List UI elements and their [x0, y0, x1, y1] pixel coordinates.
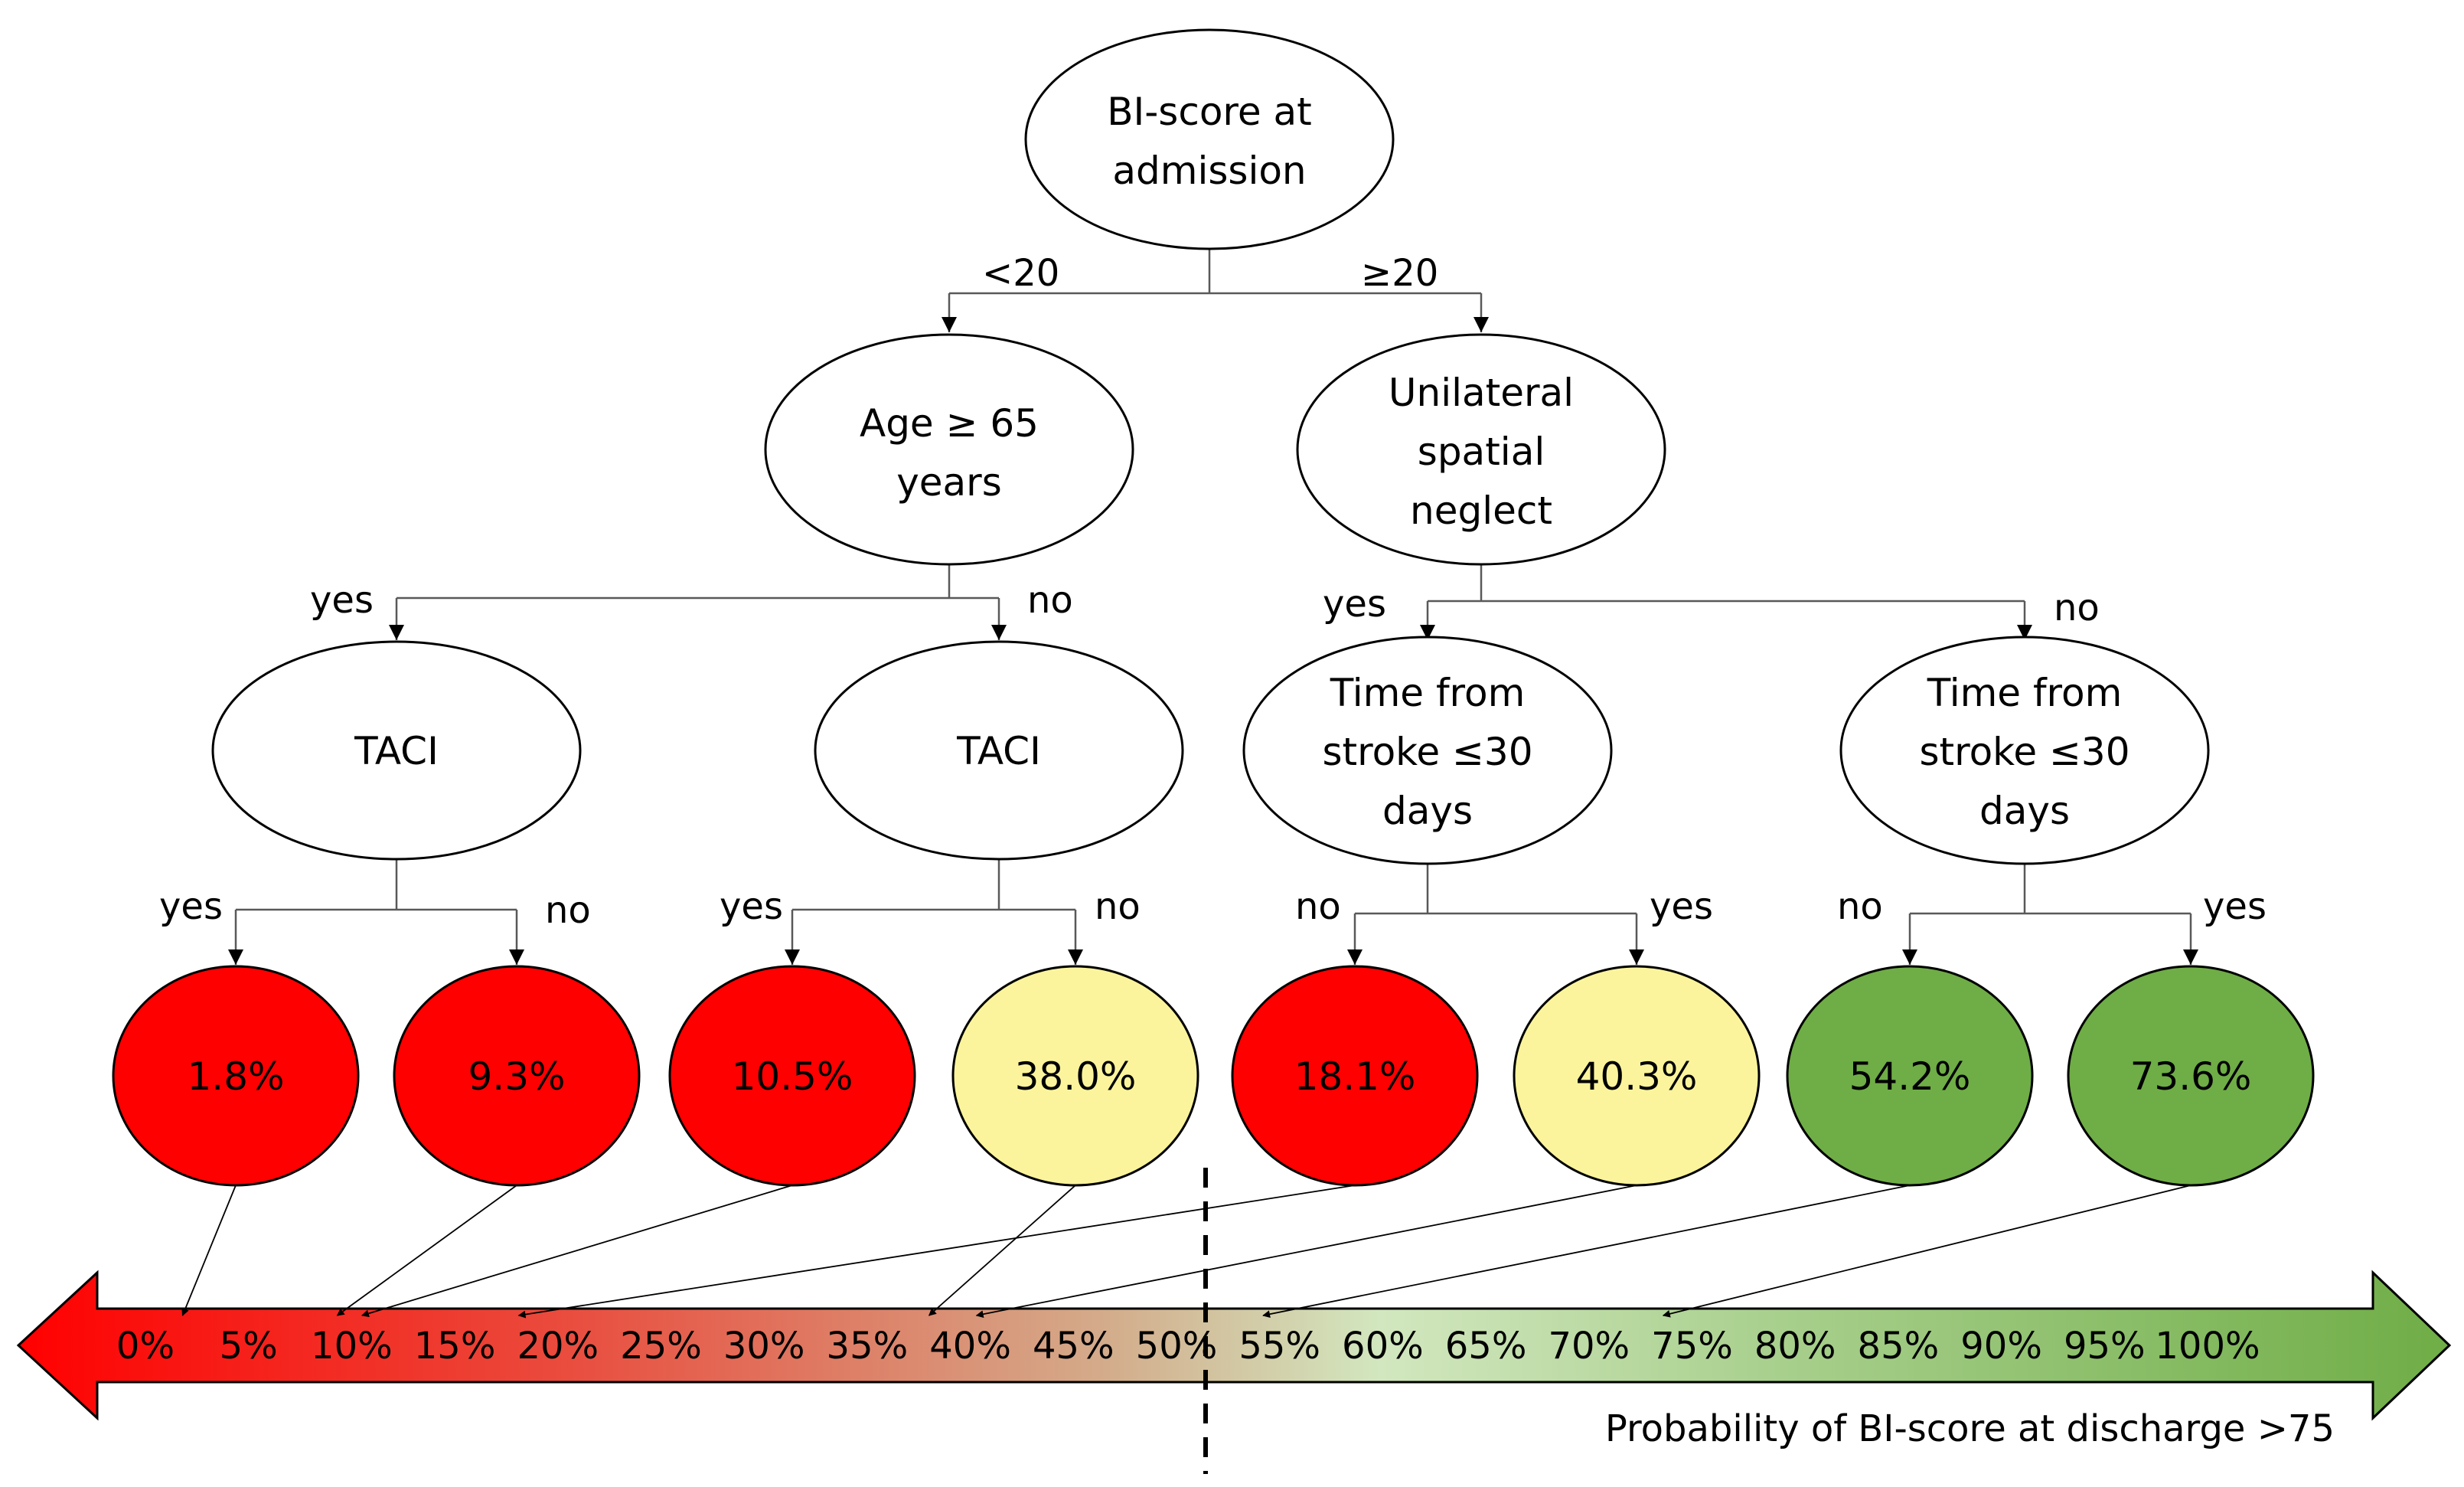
edge-label-age-no: no: [1027, 579, 1073, 622]
leaf-node-2: 10.5%: [668, 965, 916, 1187]
scale-tick-18: 90%: [1960, 1325, 2042, 1368]
leaf-label-5: 40.3%: [1576, 1054, 1698, 1099]
scale-tick-16: 80%: [1754, 1325, 1836, 1368]
leaf-ellipse-1: [393, 965, 641, 1187]
svg-text:BI-score at: BI-score at: [1107, 90, 1312, 134]
edge-label-time2-no: no: [1837, 885, 1883, 928]
edge-label-taci2-yes: yes: [720, 885, 783, 928]
leaf-ellipse-6: [1786, 965, 2034, 1187]
node-time-left: Time from stroke ≤30 days: [1242, 636, 1613, 865]
edge-label-taci1-yes: yes: [159, 885, 223, 928]
leaf-map-line-4: [517, 1185, 1356, 1319]
leaf-nodes: 1.8% 9.3% 10.5% 38.0% 18.1% 40.3% 54.2% 73.6%: [112, 965, 2315, 1187]
leaf-node-1: 9.3%: [393, 965, 641, 1187]
leaf-node-5: 40.3%: [1513, 965, 1761, 1187]
scale-tick-9: 45%: [1033, 1325, 1115, 1368]
scale-tick-7: 35%: [827, 1325, 909, 1368]
probability-scale-arrow: [16, 1270, 2452, 1421]
edge-label-neglect-no: no: [2054, 587, 2100, 629]
leaf-map-line-2: [361, 1185, 793, 1318]
node-time-right: Time from stroke ≤30 days: [1839, 636, 2210, 865]
svg-text:Unilateral: Unilateral: [1389, 371, 1574, 415]
scale-tick-4: 20%: [517, 1325, 599, 1368]
leaf-label-3: 38.0%: [1015, 1054, 1137, 1099]
svg-text:stroke ≤30: stroke ≤30: [1322, 730, 1532, 774]
scale-tick-11: 55%: [1239, 1325, 1320, 1368]
scale-tick-20: 100%: [2155, 1325, 2260, 1368]
leaf-map-line-6: [1262, 1185, 1911, 1319]
edge-label-neglect-yes: yes: [1323, 583, 1386, 626]
svg-text:Time from: Time from: [1927, 671, 2123, 715]
scale-tick-17: 85%: [1858, 1325, 1940, 1368]
leaf-ellipse-3: [951, 965, 1199, 1187]
leaf-to-scale-lines: [181, 1185, 2191, 1319]
leaf-map-line-7: [1662, 1185, 2191, 1318]
leaf-node-0: 1.8%: [112, 965, 360, 1187]
scale-tick-5: 25%: [620, 1325, 702, 1368]
edge-label-age-yes: yes: [310, 579, 374, 622]
scale-tick-12: 60%: [1342, 1325, 1424, 1368]
scale-tick-1: 5%: [220, 1325, 278, 1368]
svg-text:years: years: [896, 460, 1002, 505]
svg-text:spatial: spatial: [1418, 430, 1545, 474]
svg-text:TACI: TACI: [354, 729, 439, 773]
tree-connectors: [228, 249, 2198, 965]
leaf-node-6: 54.2%: [1786, 965, 2034, 1187]
leaf-label-0: 1.8%: [187, 1054, 284, 1099]
svg-text:Age ≥ 65: Age ≥ 65: [860, 401, 1039, 446]
leaf-ellipse-5: [1513, 965, 1761, 1187]
leaf-ellipse-4: [1231, 965, 1479, 1187]
edge-label-time1-yes: yes: [1650, 885, 1713, 928]
node-neglect: Unilateral spatial neglect: [1296, 333, 1666, 566]
leaf-map-line-3: [928, 1185, 1076, 1316]
scale-caption: Probability of BI-score at discharge >75: [1605, 1407, 2335, 1450]
scale-tick-2: 10%: [311, 1325, 393, 1368]
leaf-map-line-1: [336, 1185, 517, 1316]
edge-label-time1-no: no: [1295, 885, 1341, 928]
scale-tick-labels: 0%5%10%15%20%25%30%35%40%45%50%55%60%65%…: [116, 1325, 2260, 1368]
leaf-ellipse-7: [2067, 965, 2315, 1187]
edge-label-root-right: ≥20: [1361, 252, 1438, 295]
scale-tick-6: 30%: [723, 1325, 805, 1368]
leaf-node-4: 18.1%: [1231, 965, 1479, 1187]
scale-tick-13: 65%: [1445, 1325, 1527, 1368]
leaf-map-line-0: [181, 1185, 237, 1316]
leaf-label-6: 54.2%: [1849, 1054, 1971, 1099]
node-taci-right: TACI: [814, 640, 1184, 861]
svg-text:days: days: [1382, 789, 1473, 833]
svg-text:admission: admission: [1112, 149, 1306, 193]
scale-tick-19: 95%: [2064, 1325, 2146, 1368]
scale-tick-14: 70%: [1548, 1325, 1630, 1368]
leaf-ellipse-2: [668, 965, 916, 1187]
leaf-ellipse-0: [112, 965, 360, 1187]
leaf-map-line-5: [975, 1185, 1637, 1319]
svg-text:neglect: neglect: [1410, 489, 1552, 533]
leaf-label-2: 10.5%: [732, 1054, 853, 1099]
leaf-label-4: 18.1%: [1294, 1054, 1416, 1099]
leaf-label-1: 9.3%: [468, 1054, 565, 1099]
scale-tick-8: 40%: [929, 1325, 1011, 1368]
edge-label-root-left: <20: [982, 252, 1059, 295]
edge-label-time2-yes: yes: [2203, 885, 2267, 928]
node-root: BI-score at admission: [1024, 28, 1395, 250]
edge-label-taci2-no: no: [1095, 885, 1141, 928]
leaf-node-7: 73.6%: [2067, 965, 2315, 1187]
edge-label-taci1-no: no: [545, 889, 591, 932]
leaf-label-7: 73.6%: [2130, 1054, 2252, 1099]
node-age: Age ≥ 65 years: [764, 333, 1134, 566]
svg-text:stroke ≤30: stroke ≤30: [1919, 730, 2129, 774]
edge-labels: <20 ≥20 yes no yes no yes no yes no no y…: [159, 252, 2267, 932]
scale-tick-0: 0%: [116, 1325, 175, 1368]
leaf-node-3: 38.0%: [951, 965, 1199, 1187]
node-taci-left: TACI: [211, 640, 582, 861]
svg-text:Time from: Time from: [1330, 671, 1526, 715]
scale-tick-3: 15%: [414, 1325, 496, 1368]
svg-text:days: days: [1979, 789, 2070, 833]
svg-text:TACI: TACI: [956, 729, 1041, 773]
scale-tick-15: 75%: [1651, 1325, 1733, 1368]
